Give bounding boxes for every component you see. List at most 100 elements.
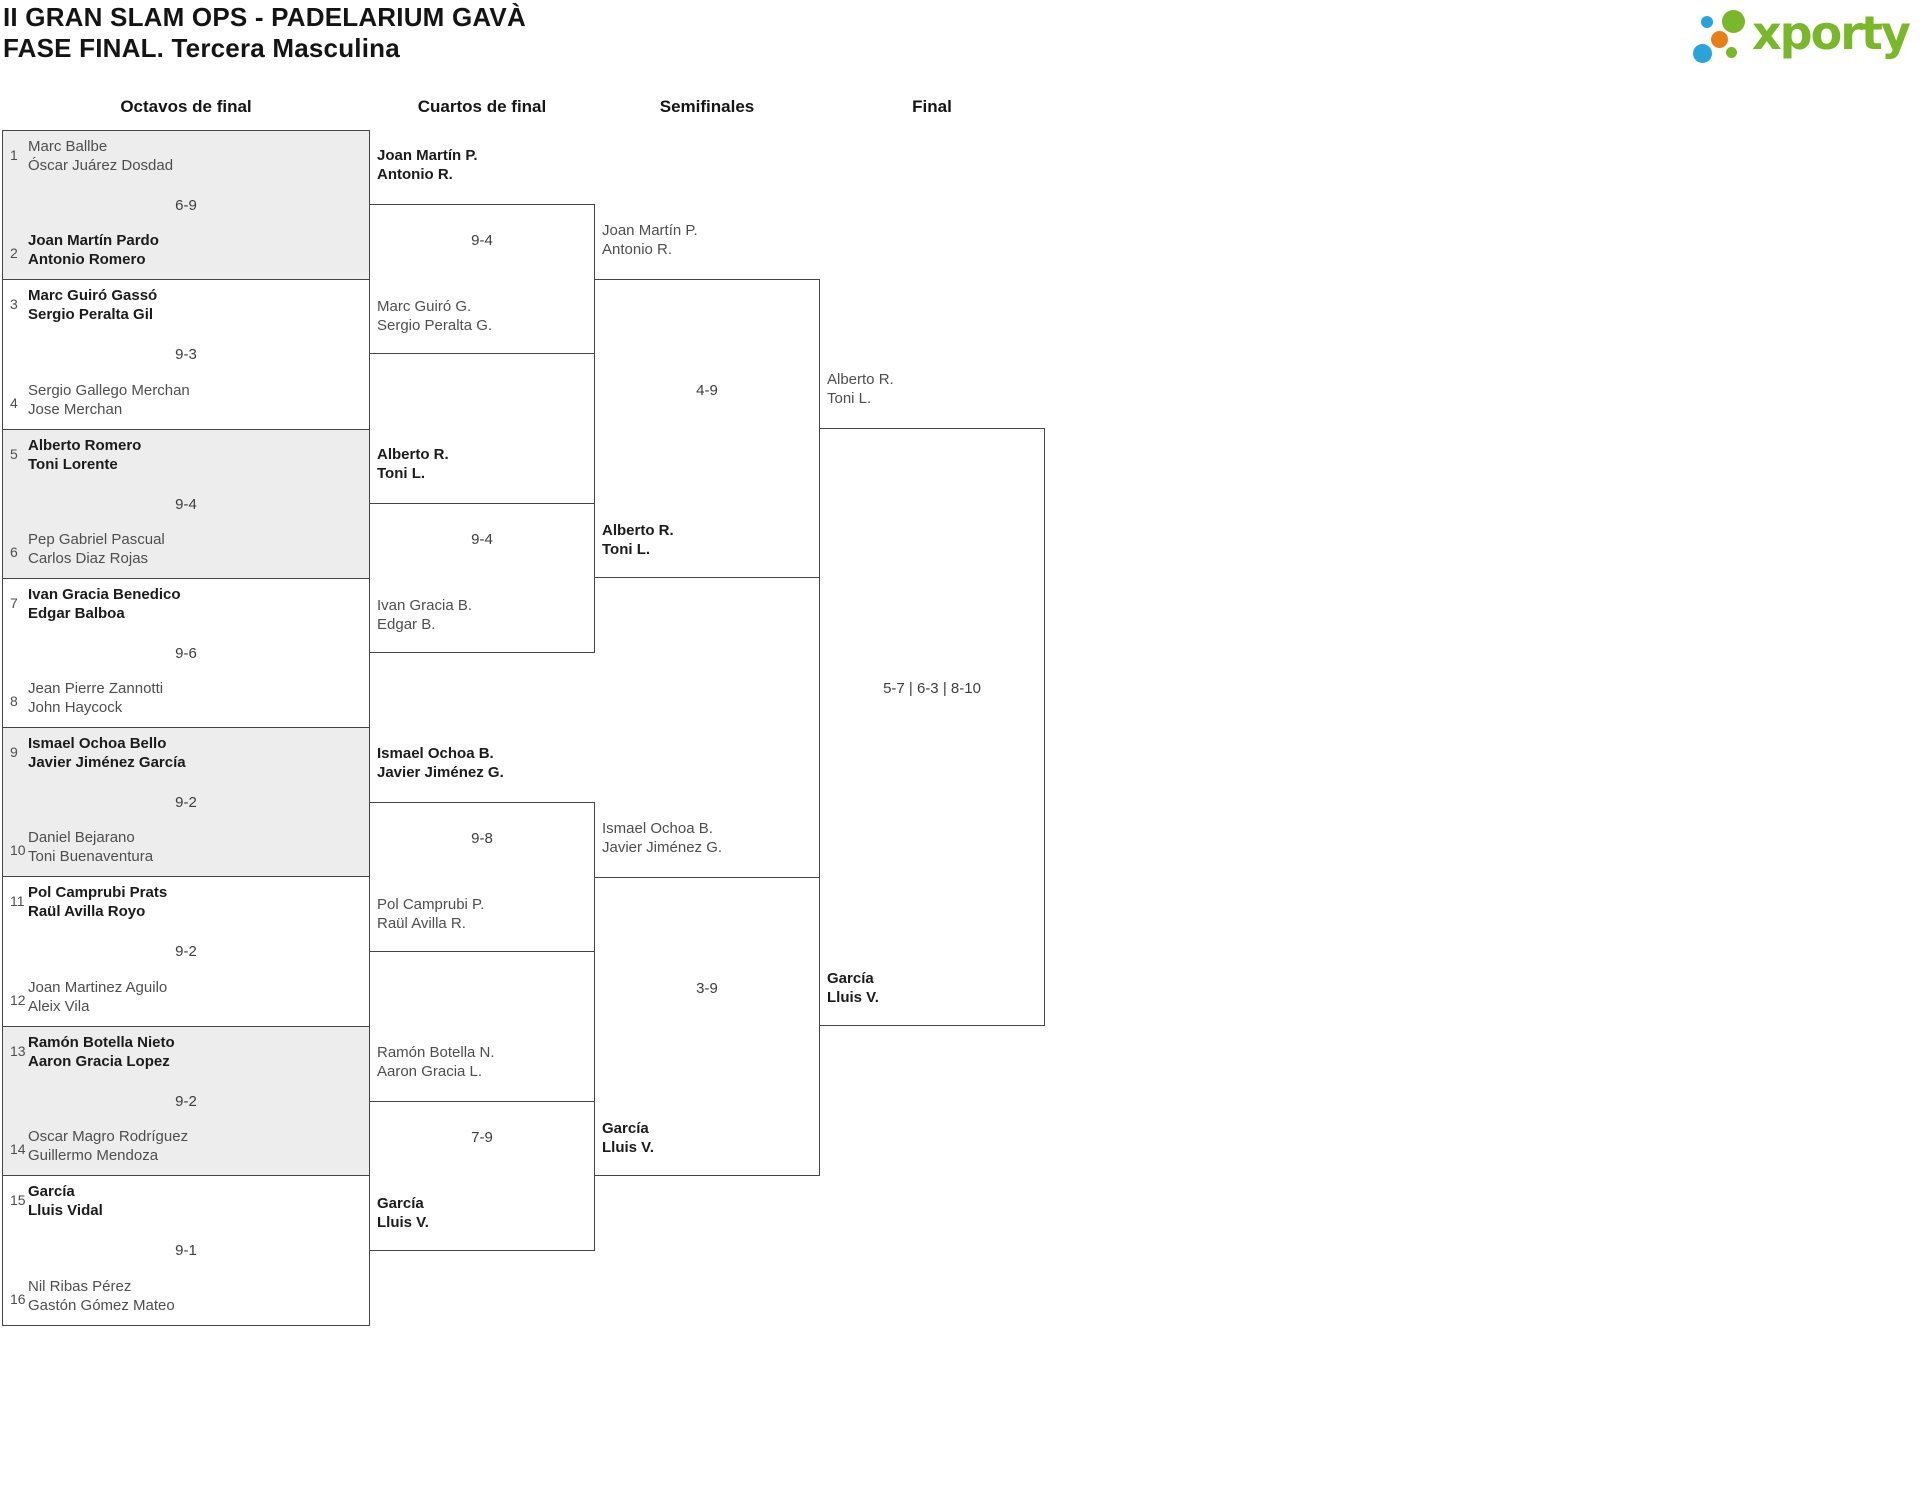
- team-pair: Ramón Botella Nieto Aaron Gracia Lopez: [28, 1033, 175, 1071]
- player-name: Ismael Ochoa B.: [602, 820, 713, 837]
- team-pair: Alberto Romero Toni Lorente: [28, 436, 141, 474]
- player-name: Antonio R.: [377, 166, 453, 183]
- player-name: Oscar Magro Rodríguez: [28, 1127, 189, 1145]
- logo-dot-green-small: [1725, 46, 1737, 58]
- team-pair: Ismael Ochoa B. Javier Jiménez G.: [602, 819, 722, 857]
- player-name: Javier Jiménez G.: [602, 839, 723, 856]
- logo-dot-blue-small: [1701, 16, 1713, 28]
- octavos-match-3: 5 Alberto Romero Toni Lorente 9-4 6 Pep …: [3, 429, 369, 579]
- team-pair: Jean Pierre Zannotti John Haycock: [28, 679, 163, 717]
- player-name: Alberto Romero: [28, 436, 142, 454]
- player-name: Javier Jiménez G.: [377, 764, 504, 781]
- seed-number: 10: [10, 842, 26, 859]
- player-name: Alberto R.: [377, 446, 449, 463]
- player-name: Alberto R.: [602, 522, 674, 539]
- player-name: Edgar B.: [377, 616, 436, 633]
- team-pair: Pol Camprubi P. Raül Avilla R.: [377, 895, 484, 933]
- team-pair: Joan Martín Pardo Antonio Romero: [28, 231, 159, 269]
- team-pair: García Lluis V.: [377, 1194, 429, 1232]
- cuartos-match-2: Alberto R. Toni L. 9-4 Ivan Gracia B. Ed…: [369, 446, 595, 653]
- player-name: Edgar Balboa: [28, 604, 125, 622]
- team-pair: Ramón Botella N. Aaron Gracia L.: [377, 1043, 495, 1081]
- semifinal-match-2: Ismael Ochoa B. Javier Jiménez G. 3-9 Ga…: [594, 820, 820, 1176]
- round-header-cuartos: Cuartos de final: [417, 97, 547, 116]
- player-name: Lluis V.: [602, 1139, 654, 1156]
- player-name: Joan Martín P.: [602, 222, 698, 239]
- match-score: 5-7 | 6-3 | 8-10: [883, 680, 981, 697]
- player-name: Ivan Gracia B.: [377, 597, 473, 614]
- team-pair: Marc Ballbe Óscar Juárez Dosdad: [28, 137, 173, 175]
- player-name: Antonio R.: [602, 241, 673, 258]
- player-name: Joan Martín P.: [377, 147, 478, 164]
- tournament-title: II GRAN SLAM OPS - PADELARIUM GAVÀ FASE …: [3, 2, 526, 64]
- player-name: Ismael Ochoa Bello: [28, 735, 167, 752]
- cuartos-match-4: Ramón Botella N. Aaron Gracia L. 7-9 Gar…: [369, 1044, 595, 1251]
- logo-wordmark: xporty: [1752, 6, 1911, 60]
- player-name: John Haycock: [28, 699, 123, 716]
- team-pair: Oscar Magro Rodríguez Guillermo Mendoza: [28, 1127, 188, 1165]
- player-name: Marc Guiró G.: [377, 298, 472, 315]
- cuartos-match-1: Joan Martín P. Antonio R. 9-4 Marc Guiró…: [369, 147, 595, 354]
- match-score: 9-6: [175, 644, 197, 662]
- semifinal-match-1: Joan Martín P. Antonio R. 4-9 Alberto R.…: [594, 222, 820, 578]
- team-pair: Ivan Gracia B. Edgar B.: [377, 596, 472, 634]
- team-pair: Alberto R. Toni L.: [827, 370, 894, 408]
- match-score: 9-4: [471, 531, 493, 548]
- team-pair: Joan Martín P. Antonio R.: [602, 221, 698, 259]
- tournament-title-line1: II GRAN SLAM OPS - PADELARIUM GAVÀ: [3, 2, 526, 32]
- player-name: Lluis V.: [827, 989, 879, 1006]
- octavos-match-7: 13 Ramón Botella Nieto Aaron Gracia Lope…: [3, 1026, 369, 1176]
- tournament-title-line2: FASE FINAL. Tercera Masculina: [3, 33, 400, 63]
- player-name: Lluis V.: [377, 1214, 429, 1231]
- player-name: Jean Pierre Zannotti: [28, 680, 164, 697]
- team-pair: Marc Guiró Gassó Sergio Peralta Gil: [28, 286, 157, 324]
- player-name: Joan Martín Pardo: [28, 232, 159, 250]
- player-name: Pol Camprubi P.: [377, 896, 485, 913]
- match-score: 9-1: [175, 1242, 197, 1260]
- player-name: Daniel Bejarano: [28, 829, 135, 847]
- player-name: Javier Jiménez García: [28, 754, 186, 771]
- match-score: 9-4: [471, 232, 493, 249]
- player-name: Raül Avilla Royo: [28, 903, 146, 921]
- match-score: 9-8: [471, 830, 493, 847]
- seed-number: 2: [10, 245, 18, 262]
- octavos-column: 1 Marc Ballbe Óscar Juárez Dosdad 6-9 2 …: [2, 130, 370, 1326]
- seed-number: 4: [10, 394, 18, 411]
- xporty-logo[interactable]: xporty: [1690, 6, 1920, 76]
- team-pair: Alberto R. Toni L.: [377, 445, 449, 483]
- match-score: 6-9: [175, 197, 197, 215]
- match-score: 9-3: [175, 346, 197, 364]
- match-score: 4-9: [696, 381, 718, 399]
- player-name: García: [827, 970, 874, 987]
- octavos-match-8: 15 García Lluis Vidal 9-1 16 Nil Ribas P…: [3, 1175, 369, 1325]
- team-pair: Sergio Gallego Merchan Jose Merchan: [28, 381, 190, 419]
- player-name: Carlos Diaz Rojas: [28, 549, 149, 567]
- player-name: Marc Guiró Gassó: [28, 287, 158, 305]
- player-name: Ismael Ochoa B.: [377, 745, 494, 762]
- team-pair: Ismael Ochoa B. Javier Jiménez G.: [377, 744, 504, 782]
- team-pair: Marc Guiró G. Sergio Peralta G.: [377, 297, 492, 335]
- seed-number: 14: [10, 1140, 26, 1157]
- player-name: Sergio Gallego Merchan: [28, 381, 190, 399]
- match-score: 3-9: [696, 979, 718, 997]
- player-name: Antonio Romero: [28, 251, 146, 269]
- team-pair: Ismael Ochoa Bello Javier Jiménez García: [28, 734, 186, 772]
- player-name: Toni L.: [827, 390, 872, 407]
- player-name: Toni L.: [602, 541, 651, 558]
- player-name: Raül Avilla R.: [377, 915, 466, 932]
- seed-number: 15: [10, 1191, 26, 1208]
- octavos-match-6: 11 Pol Camprubi Prats Raül Avilla Royo 9…: [3, 877, 369, 1027]
- player-name: Óscar Juárez Dosdad: [28, 157, 174, 174]
- player-name: Ivan Gracia Benedico: [28, 585, 181, 603]
- player-name: Aaron Gracia Lopez: [28, 1052, 170, 1070]
- player-name: Guillermo Mendoza: [28, 1146, 159, 1164]
- player-name: Joan Martinez Aguilo: [28, 978, 168, 996]
- octavos-match-2: 3 Marc Guiró Gassó Sergio Peralta Gil 9-…: [3, 280, 369, 430]
- octavos-match-5: 9 Ismael Ochoa Bello Javier Jiménez Garc…: [3, 728, 369, 878]
- logo-dot-blue-big: [1692, 43, 1712, 63]
- seed-number: 16: [10, 1291, 26, 1307]
- team-pair: Nil Ribas Pérez Gastón Gómez Mateo: [28, 1277, 175, 1315]
- player-name: Pep Gabriel Pascual: [28, 530, 165, 548]
- player-name: Ramón Botella Nieto: [28, 1033, 175, 1051]
